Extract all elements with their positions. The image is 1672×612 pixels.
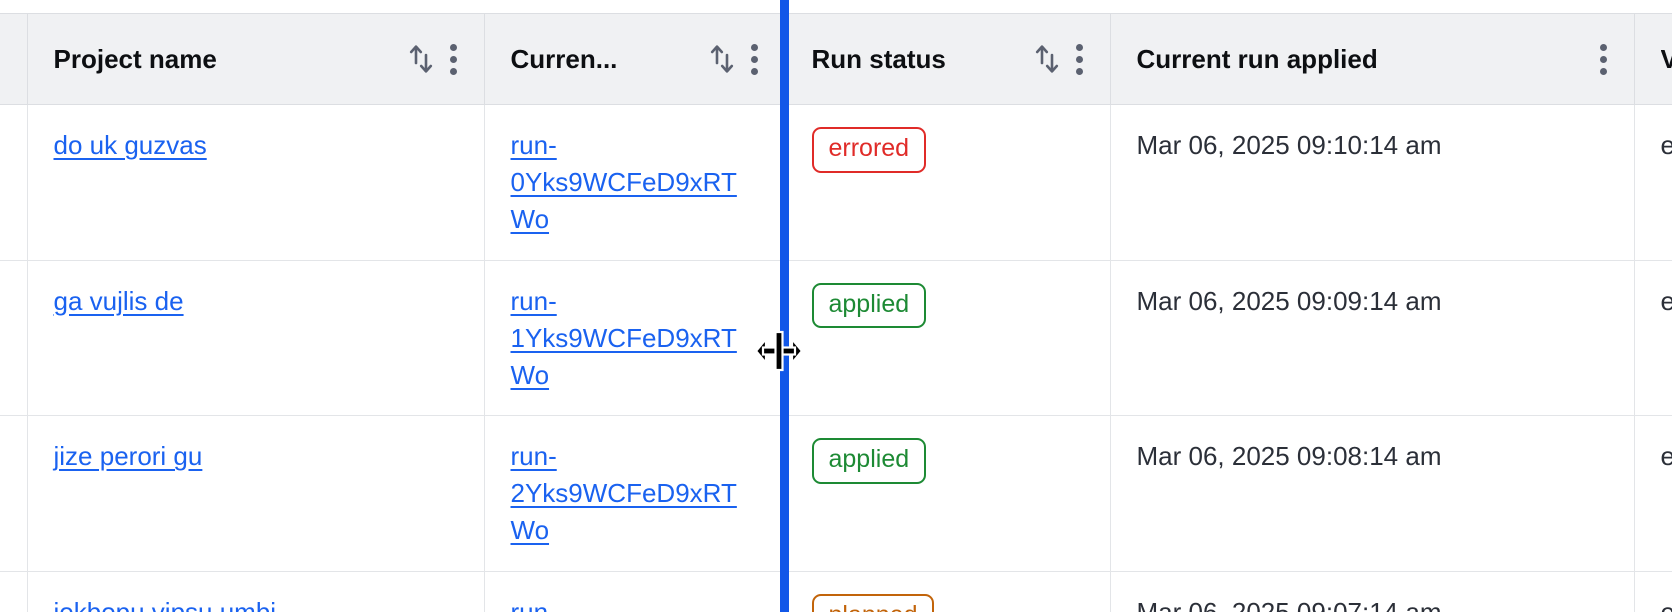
column-header-label-partial_v: V — [1661, 44, 1672, 75]
cell-select — [0, 415, 28, 573]
projects-table: Project name Curren... Run status Current r… — [0, 13, 1672, 612]
column-header-project_name[interactable]: Project name — [27, 13, 485, 105]
cell-run_status: applied — [785, 415, 1111, 573]
status-badge: applied — [811, 282, 927, 329]
column-header-label-run_status: Run status — [811, 43, 946, 74]
column-header-select[interactable] — [0, 13, 28, 105]
cell-current_run_applied: Mar 06, 2025 09:08:14 am — [1110, 415, 1635, 573]
sort-icon[interactable] — [1032, 42, 1062, 76]
table-row[interactable]: jokbopu vipsu umbi run-3Yks9WCFeD9xRTWo pl… — [0, 571, 1672, 612]
status-badge: planned — [811, 594, 935, 612]
table-header: Project name Curren... Run status Current r… — [0, 13, 1672, 105]
project-name-link[interactable]: jize perori gu — [53, 441, 203, 472]
cell-project_name: jize perori gu — [27, 415, 485, 573]
cell-partial_v: e — [1634, 104, 1672, 261]
cell-current_run_applied: Mar 06, 2025 09:07:14 am — [1110, 571, 1635, 612]
cell-current_run: run-1Yks9WCFeD9xRTWo — [484, 260, 786, 417]
kebab-menu-icon-run_status[interactable] — [1076, 42, 1084, 76]
current-run-applied-timestamp: Mar 06, 2025 09:10:14 am — [1136, 130, 1442, 160]
cell-current_run: run-2Yks9WCFeD9xRTWo — [484, 415, 786, 573]
cell-run_status: applied — [785, 260, 1111, 417]
status-badge: applied — [811, 438, 927, 484]
column-header-current_run[interactable]: Curren... — [484, 13, 786, 105]
table-row[interactable]: ga vujlis de run-1Yks9WCFeD9xRTWo applied M… — [0, 260, 1672, 417]
column-header-tools-current_run_applied — [1600, 42, 1608, 76]
project-name-link[interactable]: jokbopu vipsu umbi — [54, 597, 277, 612]
current-run-link[interactable]: run-1Yks9WCFeD9xRTWo — [510, 285, 737, 390]
partial-column-value: e — [1660, 441, 1672, 472]
current-run-link[interactable]: run-2Yks9WCFeD9xRTWo — [510, 441, 737, 546]
project-name-link[interactable]: ga vujlis de — [53, 285, 184, 316]
partial-column-value: e — [1660, 130, 1672, 160]
table-header-row: Project name Curren... Run status Current r… — [0, 13, 1672, 105]
cell-run_status: errored — [785, 104, 1111, 261]
table-row[interactable]: jize perori gu run-2Yks9WCFeD9xRTWo applie… — [0, 415, 1672, 573]
cell-current_run_applied: Mar 06, 2025 09:10:14 am — [1110, 104, 1635, 261]
cell-partial_v: e — [1634, 260, 1672, 417]
cell-partial_v: e — [1634, 415, 1672, 573]
current-run-applied-timestamp: Mar 06, 2025 09:07:14 am — [1137, 597, 1442, 612]
sort-icon[interactable] — [707, 42, 737, 76]
column-header-tools-run_status — [1032, 42, 1084, 76]
table-row[interactable]: do uk guzvas run-0Yks9WCFeD9xRTWo errored M… — [0, 104, 1672, 261]
cell-select — [0, 571, 28, 612]
cell-current_run: run-0Yks9WCFeD9xRTWo — [484, 104, 786, 261]
cell-select — [0, 104, 28, 261]
cell-project_name: ga vujlis de — [27, 260, 485, 417]
column-header-run_status[interactable]: Run status — [785, 13, 1111, 105]
column-header-current_run_applied[interactable]: Current run applied — [1110, 13, 1635, 105]
column-header-tools-current_run — [707, 42, 759, 76]
kebab-menu-icon-current_run[interactable] — [751, 42, 759, 76]
cell-select — [0, 260, 28, 417]
sort-icon[interactable] — [406, 42, 436, 76]
cell-project_name: jokbopu vipsu umbi — [27, 571, 485, 612]
partial-column-value: e — [1661, 597, 1672, 612]
column-header-partial_v[interactable]: V — [1634, 13, 1672, 105]
status-badge: errored — [811, 127, 927, 173]
project-name-link[interactable]: do uk guzvas — [53, 130, 207, 160]
cell-partial_v: e — [1634, 571, 1672, 612]
cell-project_name: do uk guzvas — [27, 104, 485, 261]
current-run-applied-timestamp: Mar 06, 2025 09:09:14 am — [1136, 285, 1442, 316]
current-run-applied-timestamp: Mar 06, 2025 09:08:14 am — [1136, 441, 1442, 472]
kebab-menu-icon-current_run_applied[interactable] — [1600, 42, 1608, 76]
partial-column-value: e — [1660, 285, 1672, 316]
cell-run_status: planned — [785, 571, 1111, 612]
cell-current_run: run-3Yks9WCFeD9xRTWo — [484, 571, 786, 612]
current-run-link[interactable]: run-3Yks9WCFeD9xRTWo — [511, 594, 751, 612]
column-header-tools-project_name — [406, 42, 458, 76]
column-header-label-current_run: Curren... — [510, 43, 618, 74]
current-run-link[interactable]: run-0Yks9WCFeD9xRTWo — [510, 130, 737, 234]
column-header-label-project_name: Project name — [53, 43, 217, 74]
column-header-label-current_run_applied: Current run applied — [1136, 43, 1378, 74]
cell-current_run_applied: Mar 06, 2025 09:09:14 am — [1110, 260, 1635, 417]
kebab-menu-icon-project_name[interactable] — [450, 42, 458, 76]
